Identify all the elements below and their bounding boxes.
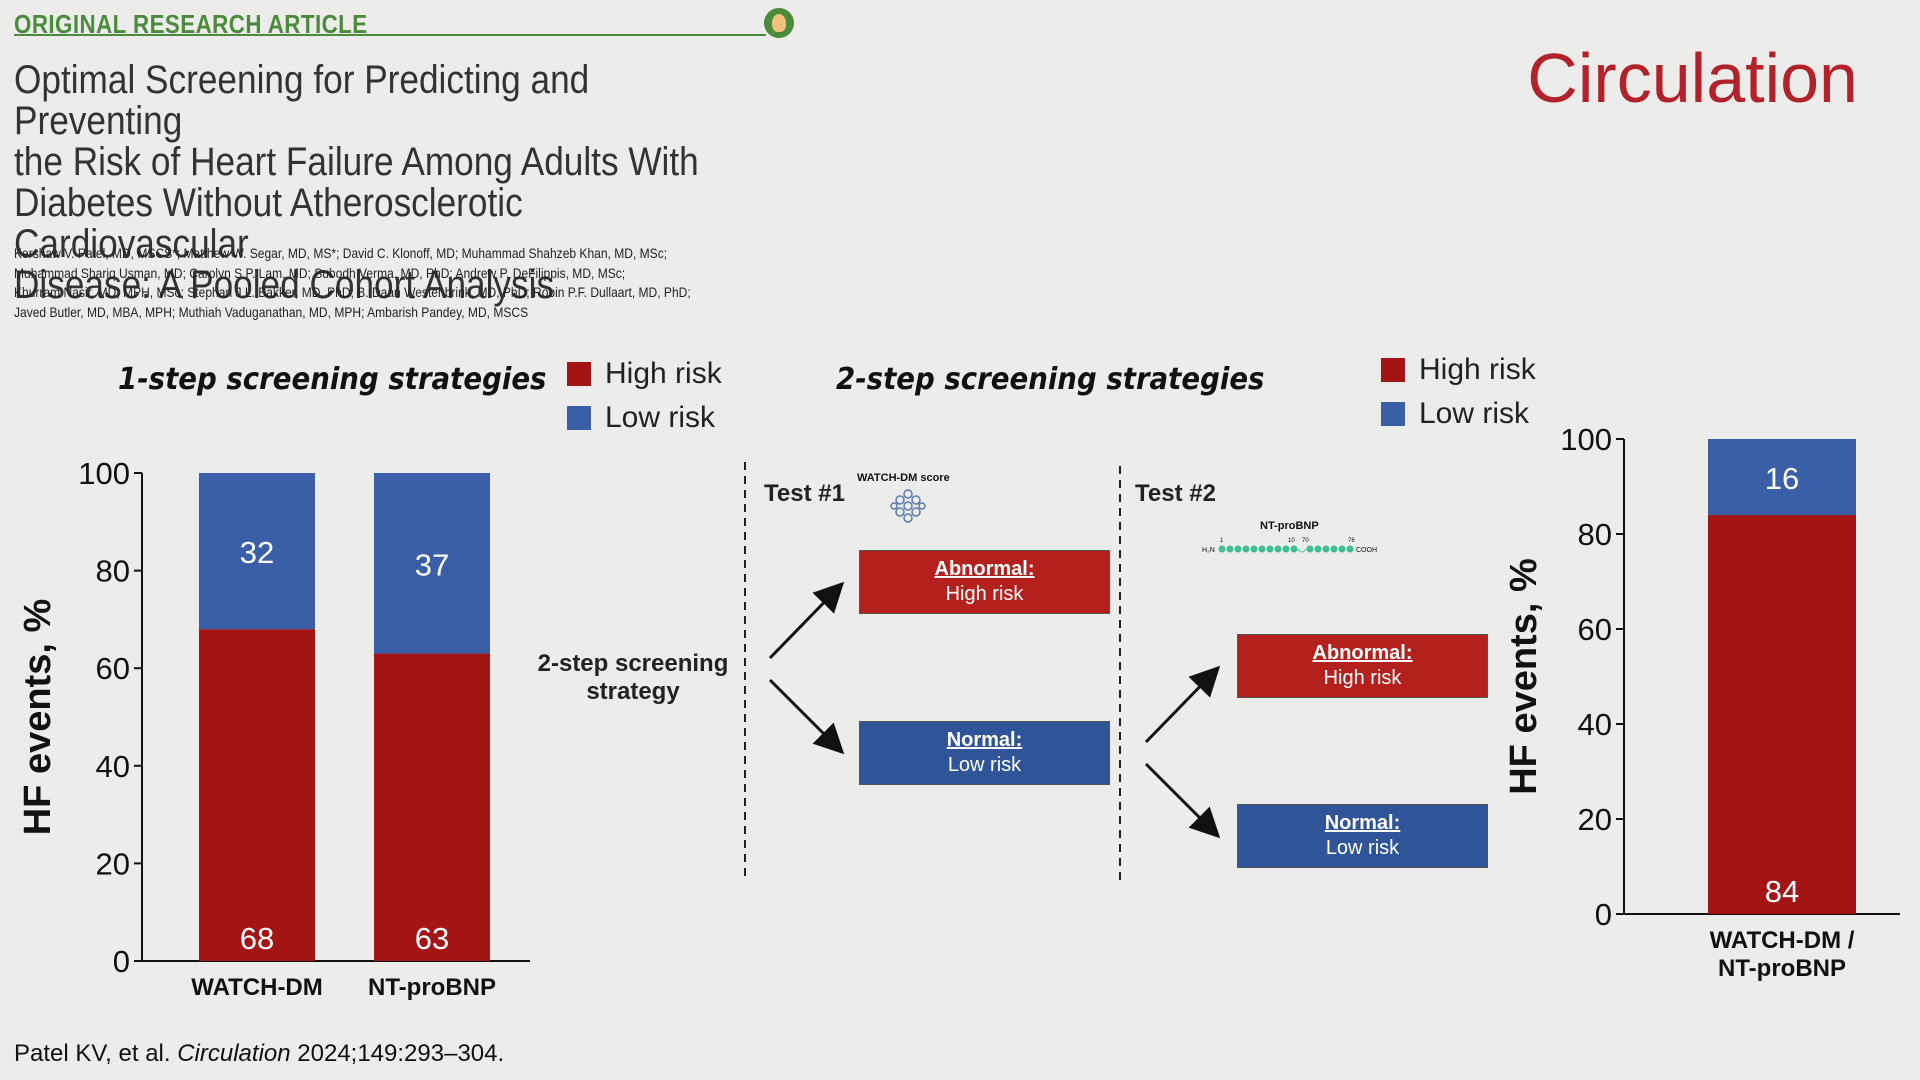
y-tick-label: 20 — [1578, 802, 1612, 837]
box-head: Abnormal: — [934, 558, 1035, 580]
x-tick-label: NT-proBNP — [368, 974, 496, 1001]
test1-caption: WATCH-DM score — [857, 472, 950, 484]
citation-journal: Circulation — [177, 1040, 291, 1067]
x-tick-label: WATCH-DM — [191, 974, 323, 1001]
legend-swatch-high — [567, 362, 591, 386]
arrow-down — [1144, 762, 1221, 839]
arrow-up — [768, 581, 845, 660]
citation-authors: Patel KV, et al. — [14, 1040, 178, 1067]
y-tick-label: 80 — [1578, 517, 1612, 552]
y-tick-label: 40 — [1578, 707, 1612, 742]
box-sub: Low risk — [947, 754, 1022, 776]
bar-segment-low — [199, 473, 315, 630]
one-step-section-title: 1-step screening strategies — [118, 362, 547, 397]
y-axis-label: HF events, % — [17, 599, 59, 836]
strategy-label-line: strategy — [586, 678, 680, 705]
citation-ref: 2024;149:293–304. — [290, 1040, 505, 1067]
test1-normal-box: Normal: Low risk — [859, 721, 1110, 785]
two-step-legend: High risk Low risk — [1381, 348, 1536, 436]
legend-swatch-high — [1381, 358, 1405, 382]
bar-segment-high — [374, 653, 490, 961]
legend-label-high: High risk — [1419, 353, 1536, 386]
strategy-label: 2-step screening strategy — [533, 650, 733, 706]
author-line: Muhammad Shariq Usman, MD; Carolyn S.P. … — [14, 264, 626, 281]
peptide-left-label: H₂N — [1202, 547, 1215, 554]
y-tick-label: 60 — [1578, 612, 1612, 647]
y-tick-label: 60 — [96, 651, 130, 686]
legend-item-low: Low risk — [567, 396, 722, 440]
peptide-tick: 10 — [1288, 538, 1295, 544]
test2-caption: NT-proBNP — [1260, 520, 1319, 532]
title-line: Diabetes Without Atherosclerotic Cardiov… — [14, 181, 523, 266]
test1-label: Test #1 — [764, 480, 845, 507]
test1-abnormal-box: Abnormal: High risk — [859, 550, 1110, 614]
y-tick-label: 20 — [96, 846, 130, 881]
x-tick-label: NT-proBNP — [1718, 955, 1846, 982]
strategy-label-line: 2-step screening — [537, 650, 729, 677]
test2-abnormal-box: Abnormal: High risk — [1237, 634, 1488, 698]
y-tick-label: 0 — [113, 944, 130, 979]
journal-name: Circulation — [1527, 39, 1858, 117]
box-head: Normal: — [946, 729, 1023, 751]
legend-item-high: High risk — [1381, 348, 1536, 392]
author-line: Kershaw V. Patel, MD, MSCS*; Matthew W. … — [14, 245, 668, 261]
peptide-tick: 70 — [1302, 538, 1309, 544]
y-axis-label: HF events, % — [1503, 558, 1545, 795]
bar-segment-high — [1708, 515, 1856, 914]
title-line: Disease: A Pooled Cohort Analysis — [14, 263, 555, 307]
legend-swatch-low — [1381, 402, 1405, 426]
bar-value-label: 63 — [415, 921, 449, 956]
bar-segment-high — [199, 629, 315, 961]
legend-item-high: High risk — [567, 352, 722, 396]
author-list: Kershaw V. Patel, MD, MSCS*; Matthew W. … — [14, 244, 788, 322]
test2-normal-box: Normal: Low risk — [1237, 804, 1488, 868]
arrow-up — [1144, 665, 1221, 744]
bar-value-label: 37 — [415, 547, 449, 582]
y-tick-label: 40 — [96, 749, 130, 784]
y-tick-label: 80 — [96, 554, 130, 589]
two-step-section-title: 2-step screening strategies — [836, 362, 1265, 397]
legend-swatch-low — [567, 406, 591, 430]
bar-value-label: 84 — [1765, 874, 1799, 909]
box-sub: Low risk — [1325, 837, 1400, 859]
box-sub: High risk — [945, 583, 1024, 605]
peptide-chain-icon — [1218, 545, 1354, 553]
header-divider — [14, 34, 766, 36]
legend-label-low: Low risk — [1419, 397, 1530, 430]
author-line: Javed Butler, MD, MBA, MPH; Muthiah Vadu… — [14, 303, 529, 320]
legend-label-high: High risk — [605, 357, 722, 390]
legend-label-low: Low risk — [605, 401, 716, 434]
bar-value-label: 32 — [240, 535, 274, 570]
author-line: Khurram Nasir, MD, MPH, MSc; Stephan J.L… — [14, 284, 691, 300]
test2-label: Test #2 — [1135, 480, 1216, 507]
title-line: Optimal Screening for Predicting and Pre… — [14, 58, 590, 143]
x-tick-label: WATCH-DM / — [1710, 927, 1855, 954]
molecule-icon — [890, 489, 926, 523]
peptide-tick: 76 — [1348, 538, 1355, 544]
peptide-right-label: COOH — [1356, 547, 1377, 554]
journal-badge-icon — [764, 8, 794, 38]
y-tick-label: 100 — [78, 456, 130, 491]
bar-value-label: 16 — [1765, 461, 1799, 496]
bar-value-label: 68 — [240, 921, 274, 956]
peptide-tick: 1 — [1220, 538, 1224, 544]
citation: Patel KV, et al. Circulation 2024;149:29… — [14, 1040, 504, 1068]
box-head: Abnormal: — [1312, 642, 1413, 664]
y-tick-label: 100 — [1560, 422, 1612, 457]
box-sub: High risk — [1323, 667, 1402, 689]
legend-item-low: Low risk — [1381, 392, 1536, 436]
bar-segment-low — [1708, 439, 1856, 515]
bar-segment-low — [374, 473, 490, 654]
box-head: Normal: — [1324, 812, 1401, 834]
one-step-legend: High risk Low risk — [567, 352, 722, 440]
article-title: Optimal Screening for Predicting and Pre… — [14, 60, 718, 306]
y-tick-label: 0 — [1595, 897, 1612, 932]
arrow-down — [768, 678, 845, 755]
title-line: the Risk of Heart Failure Among Adults W… — [14, 140, 699, 184]
